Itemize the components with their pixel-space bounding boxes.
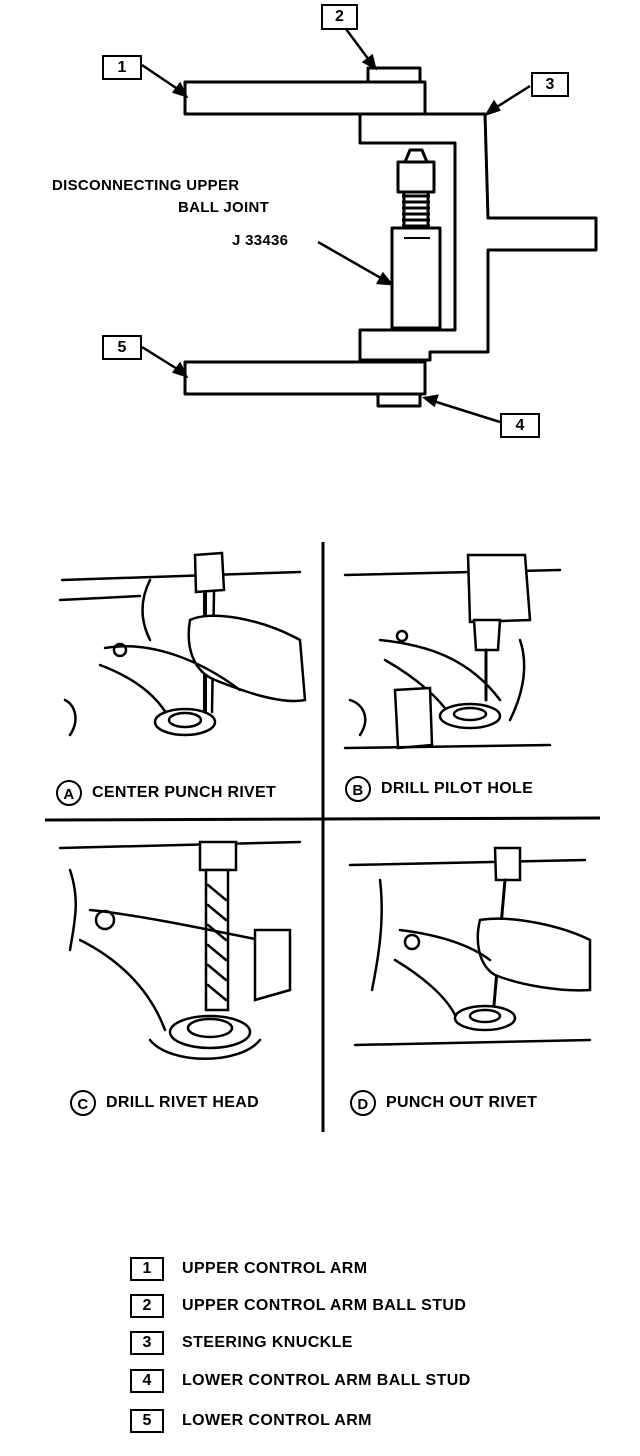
panel-divider-horizontal (44, 816, 601, 822)
caption-d-text: PUNCH OUT RIVET (386, 1094, 538, 1111)
diagram-title-line2: BALL JOINT (178, 199, 270, 216)
diagram-title-line1: DISCONNECTING UPPER (52, 177, 240, 194)
legend-num: 3 (130, 1331, 164, 1355)
caption-b: B DRILL PILOT HOLE (345, 776, 533, 802)
ball-joint-tool-diagram (141, 24, 598, 424)
caption-a-text: CENTER PUNCH RIVET (92, 784, 277, 801)
tool-body-shape (390, 226, 442, 330)
tool-label: J 33436 (232, 232, 289, 249)
legend-num: 5 (130, 1409, 164, 1433)
badge-a: A (56, 780, 82, 806)
legend-text: UPPER CONTROL ARM BALL STUD (182, 1297, 467, 1314)
callout-1: 1 (102, 55, 142, 80)
callout-5: 5 (102, 335, 142, 360)
caption-c-text: DRILL RIVET HEAD (106, 1094, 259, 1111)
legend-num: 2 (130, 1294, 164, 1318)
panel-b-illustration (343, 553, 562, 750)
tool-nut-shape (396, 160, 436, 194)
panel-c-illustration (58, 840, 302, 1060)
legend-text: LOWER CONTROL ARM (182, 1412, 372, 1429)
callout-3: 3 (531, 72, 569, 97)
legend-item: 2 UPPER CONTROL ARM BALL STUD (130, 1294, 466, 1322)
badge-b: B (345, 776, 371, 802)
caption-b-text: DRILL PILOT HOLE (381, 780, 534, 797)
legend-text: STEERING KNUCKLE (182, 1334, 353, 1351)
legend-item: 3 STEERING KNUCKLE (130, 1331, 353, 1359)
legend-item: 4 LOWER CONTROL ARM BALL STUD (130, 1369, 471, 1397)
legend-text: UPPER CONTROL ARM (182, 1260, 368, 1277)
legend-item: 5 LOWER CONTROL ARM (130, 1409, 372, 1437)
badge-d: D (350, 1090, 376, 1116)
upper-ball-stud-shape (366, 66, 422, 84)
panel-a-illustration (58, 551, 307, 737)
panel-d-illustration (348, 846, 592, 1047)
tool-tip-shape (403, 148, 429, 164)
legend-item: 1 UPPER CONTROL ARM (130, 1257, 367, 1285)
caption-a: A CENTER PUNCH RIVET (56, 780, 276, 806)
legend-num: 4 (130, 1369, 164, 1393)
badge-c: C (70, 1090, 96, 1116)
steering-knuckle-shape (358, 112, 598, 362)
legend-num: 1 (130, 1257, 164, 1281)
callout-2: 2 (321, 4, 358, 30)
caption-d: D PUNCH OUT RIVET (350, 1090, 537, 1116)
callout-4: 4 (500, 413, 540, 438)
caption-c: C DRILL RIVET HEAD (70, 1090, 259, 1116)
lower-ball-stud-shape (376, 392, 422, 408)
legend-text: LOWER CONTROL ARM BALL STUD (182, 1372, 471, 1389)
rivet-removal-panels (44, 542, 601, 1132)
